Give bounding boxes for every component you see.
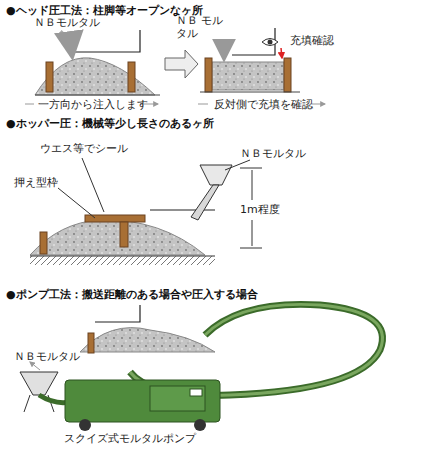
- callout-label: ＮＢ モルタル: [176, 14, 230, 40]
- callout-label: 1m程度: [240, 203, 280, 216]
- callout-label: スクイズ式モルタルポンプ: [64, 432, 196, 445]
- callout-label: ウエス等でシール: [40, 142, 128, 155]
- callout-label: 充填確認: [290, 34, 334, 47]
- callout-label: 一方向から注入します: [38, 98, 148, 111]
- callout-label: ＮＢモルタル: [240, 147, 306, 160]
- callout-label: ＮＢモルタル: [34, 16, 100, 29]
- section-heading: ●ポンプ工法：搬送距離のある場合や圧入する場合: [6, 288, 258, 301]
- callout-label: ＮＢモルタル: [14, 350, 80, 363]
- section-heading: ●ヘッド圧工法：柱脚等オープンなヶ所: [6, 4, 203, 17]
- callout-label: 押え型枠: [14, 176, 58, 189]
- callout-label: 反対側で充填を確認: [214, 98, 313, 111]
- section-heading: ●ホッパー圧：機械等少し長さのあるヶ所: [6, 117, 214, 130]
